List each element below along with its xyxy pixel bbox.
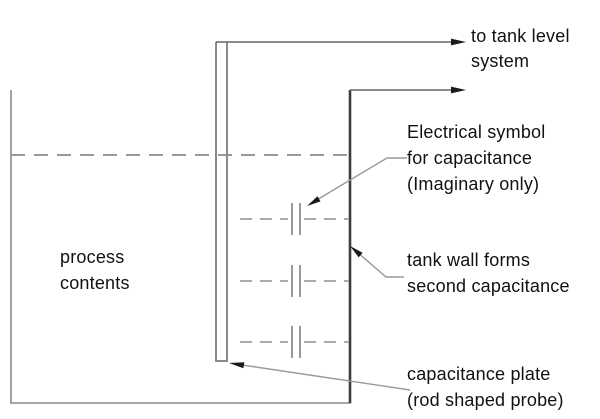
leader-capacitance-plate: [229, 362, 411, 391]
arrow-right-icon: [451, 86, 466, 94]
tank-outline: [10, 90, 352, 404]
label-electrical-symbol: Electrical symbol for capacitance (Imagi…: [407, 122, 546, 194]
leader-line: [352, 247, 404, 278]
leader-electrical-symbol: [307, 157, 407, 206]
capacitor-symbol-row: [240, 203, 349, 235]
leader-line: [240, 364, 411, 391]
capacitor-symbol-row: [240, 265, 349, 297]
label-to-tank-level-system: to tank level system: [471, 26, 570, 71]
arrow-up-left-icon: [350, 246, 363, 258]
label-capacitance-plate: capacitance plate (rod shaped probe): [407, 364, 564, 410]
arrow-right-icon: [451, 38, 466, 46]
arrow-down-left-icon: [307, 196, 321, 206]
label-tank-wall: tank wall forms second capacitance: [407, 250, 570, 296]
wire-wall-to-system: [350, 86, 466, 94]
arrow-left-icon: [229, 362, 245, 369]
wire-probe-to-system: [216, 38, 466, 46]
leader-tank-wall: [350, 246, 404, 278]
leader-line: [309, 157, 407, 205]
capacitor-symbol-row: [240, 326, 349, 358]
probe-rod: [215, 42, 228, 362]
label-process-contents: process contents: [60, 247, 130, 293]
